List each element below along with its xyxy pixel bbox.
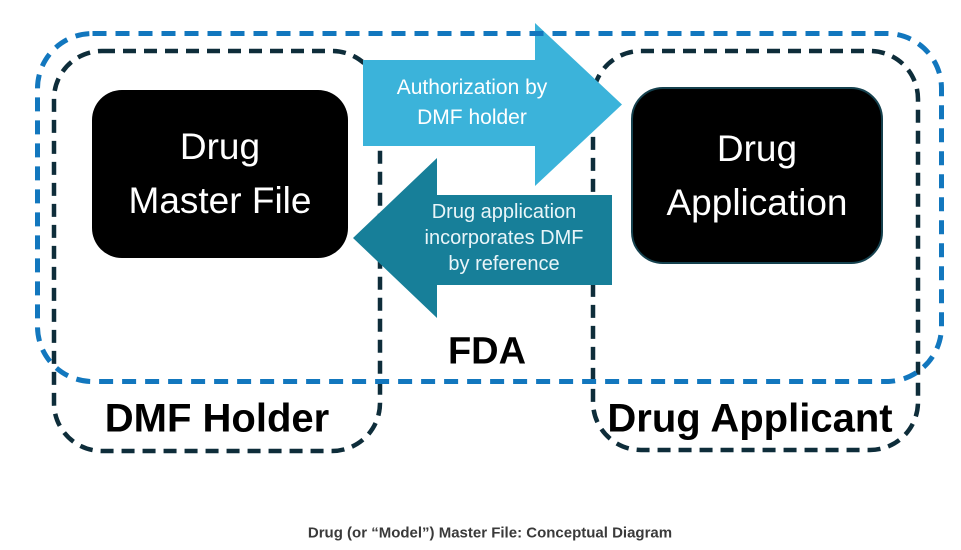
fda-label: FDA [447,330,527,373]
dmf-holder-label: DMF Holder [104,396,330,441]
drug-master-file-label: Drug Master File [128,126,312,221]
authorization-arrow-label: Authorization by DMF holder [396,76,548,129]
drug-application-node: Drug Application [631,87,883,264]
incorporation-arrow-label: Drug application incorporates DMF by ref… [424,201,584,275]
drug-application-label: Drug Application [666,127,848,223]
drug-applicant-label: Drug Applicant [607,396,893,441]
drug-master-file-node: Drug Master File [92,90,348,258]
diagram-caption: Drug (or “Model”) Master File: Conceptua… [307,524,673,542]
